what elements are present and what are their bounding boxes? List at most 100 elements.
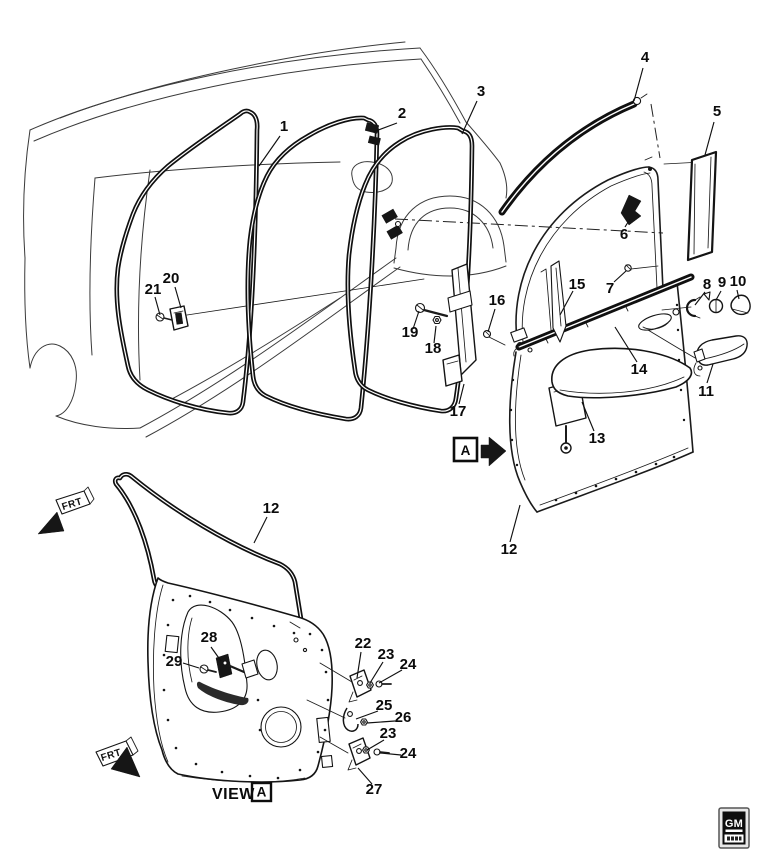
line-art xyxy=(725,829,743,832)
belt-molding-14 xyxy=(513,273,695,357)
line-art xyxy=(581,401,595,432)
line-art xyxy=(114,108,260,416)
line-art xyxy=(347,126,473,412)
lock-cylinder-9 xyxy=(703,291,724,314)
callouts: 1 2 3 4 5 6 7 8 9 10 11 12 13 14 15 16 1… xyxy=(145,49,747,798)
line-art xyxy=(394,218,664,234)
line-art xyxy=(348,691,358,703)
callout-2: 2 xyxy=(398,105,406,122)
line-art xyxy=(509,408,513,412)
callout-18: 18 xyxy=(425,340,442,357)
line-art xyxy=(29,343,77,417)
line-art xyxy=(457,267,467,363)
line-art xyxy=(241,659,259,679)
bolt-29 xyxy=(199,664,217,674)
line-art xyxy=(228,608,232,612)
line-art xyxy=(171,598,175,602)
line-art xyxy=(614,326,638,363)
gasket-8 xyxy=(685,296,701,319)
line-art xyxy=(731,836,734,841)
line-art xyxy=(487,308,496,333)
line-art xyxy=(59,41,406,119)
nut-23-upper xyxy=(366,681,374,689)
line-art xyxy=(378,669,403,684)
callout-11: 11 xyxy=(698,383,714,400)
line-art xyxy=(625,264,632,271)
callout-25: 25 xyxy=(376,697,393,714)
line-art xyxy=(368,683,372,687)
line-art xyxy=(357,767,373,785)
line-art xyxy=(540,268,552,331)
line-art xyxy=(366,720,396,724)
line-art xyxy=(162,688,166,692)
line-art xyxy=(521,172,651,343)
line-art xyxy=(265,711,297,743)
line-art xyxy=(162,653,166,657)
line-art xyxy=(511,378,515,382)
check-bracket-25 xyxy=(342,707,359,732)
frt-arrowhead-icon xyxy=(37,511,65,535)
line-art xyxy=(386,224,403,240)
line-art xyxy=(187,617,193,683)
line-art xyxy=(207,669,217,673)
callout-20: 20 xyxy=(163,270,180,287)
line-art xyxy=(379,752,402,756)
line-art xyxy=(739,836,742,841)
line-art xyxy=(501,103,635,213)
line-art xyxy=(372,122,398,133)
callout-4: 4 xyxy=(641,49,650,66)
line-art xyxy=(258,135,281,167)
view-a-label: VIEW A xyxy=(212,781,273,803)
door-frame-weatherstrip-3 xyxy=(345,125,475,414)
line-art xyxy=(554,498,558,502)
line-art xyxy=(735,836,738,841)
line-art xyxy=(342,707,359,732)
line-art xyxy=(518,276,692,348)
line-art xyxy=(559,376,685,394)
callout-5: 5 xyxy=(713,103,721,120)
line-art xyxy=(613,270,627,283)
line-art xyxy=(320,648,324,652)
line-art xyxy=(326,698,330,702)
bolt-24-upper xyxy=(375,680,392,688)
speaker-hole xyxy=(260,706,302,748)
callout-28: 28 xyxy=(201,629,218,646)
line-art xyxy=(163,317,173,321)
line-art xyxy=(319,736,349,754)
callout-24-lower: 24 xyxy=(400,745,417,762)
screw-16 xyxy=(482,329,506,346)
line-art xyxy=(272,624,276,628)
line-art xyxy=(89,177,96,356)
line-art xyxy=(693,163,696,255)
line-art xyxy=(222,660,228,666)
line-art xyxy=(169,297,341,401)
line-art xyxy=(574,491,578,495)
line-art xyxy=(508,351,538,513)
line-art xyxy=(367,135,381,146)
front-door-12 xyxy=(508,156,698,513)
line-art xyxy=(675,303,679,307)
line-art xyxy=(420,58,461,124)
line-art xyxy=(188,594,192,598)
line-art xyxy=(253,516,268,544)
callout-23-lower: 23 xyxy=(380,725,397,742)
line-art xyxy=(181,775,306,783)
frt-arrowhead-icon xyxy=(110,746,141,778)
line-art xyxy=(419,47,467,123)
line-art xyxy=(23,129,31,259)
hinge-27 xyxy=(347,737,371,771)
callout-6: 6 xyxy=(620,226,628,243)
line-art xyxy=(200,666,208,672)
guide-channel-17 xyxy=(442,263,477,387)
line-art xyxy=(686,150,718,262)
line-art xyxy=(292,631,296,635)
line-art xyxy=(258,728,262,732)
line-art xyxy=(447,290,473,313)
line-art xyxy=(94,161,341,179)
line-art xyxy=(164,634,180,654)
line-art xyxy=(156,314,164,320)
line-art xyxy=(696,335,748,366)
line-art xyxy=(682,418,686,422)
line-art xyxy=(693,348,706,363)
line-art xyxy=(55,415,141,429)
